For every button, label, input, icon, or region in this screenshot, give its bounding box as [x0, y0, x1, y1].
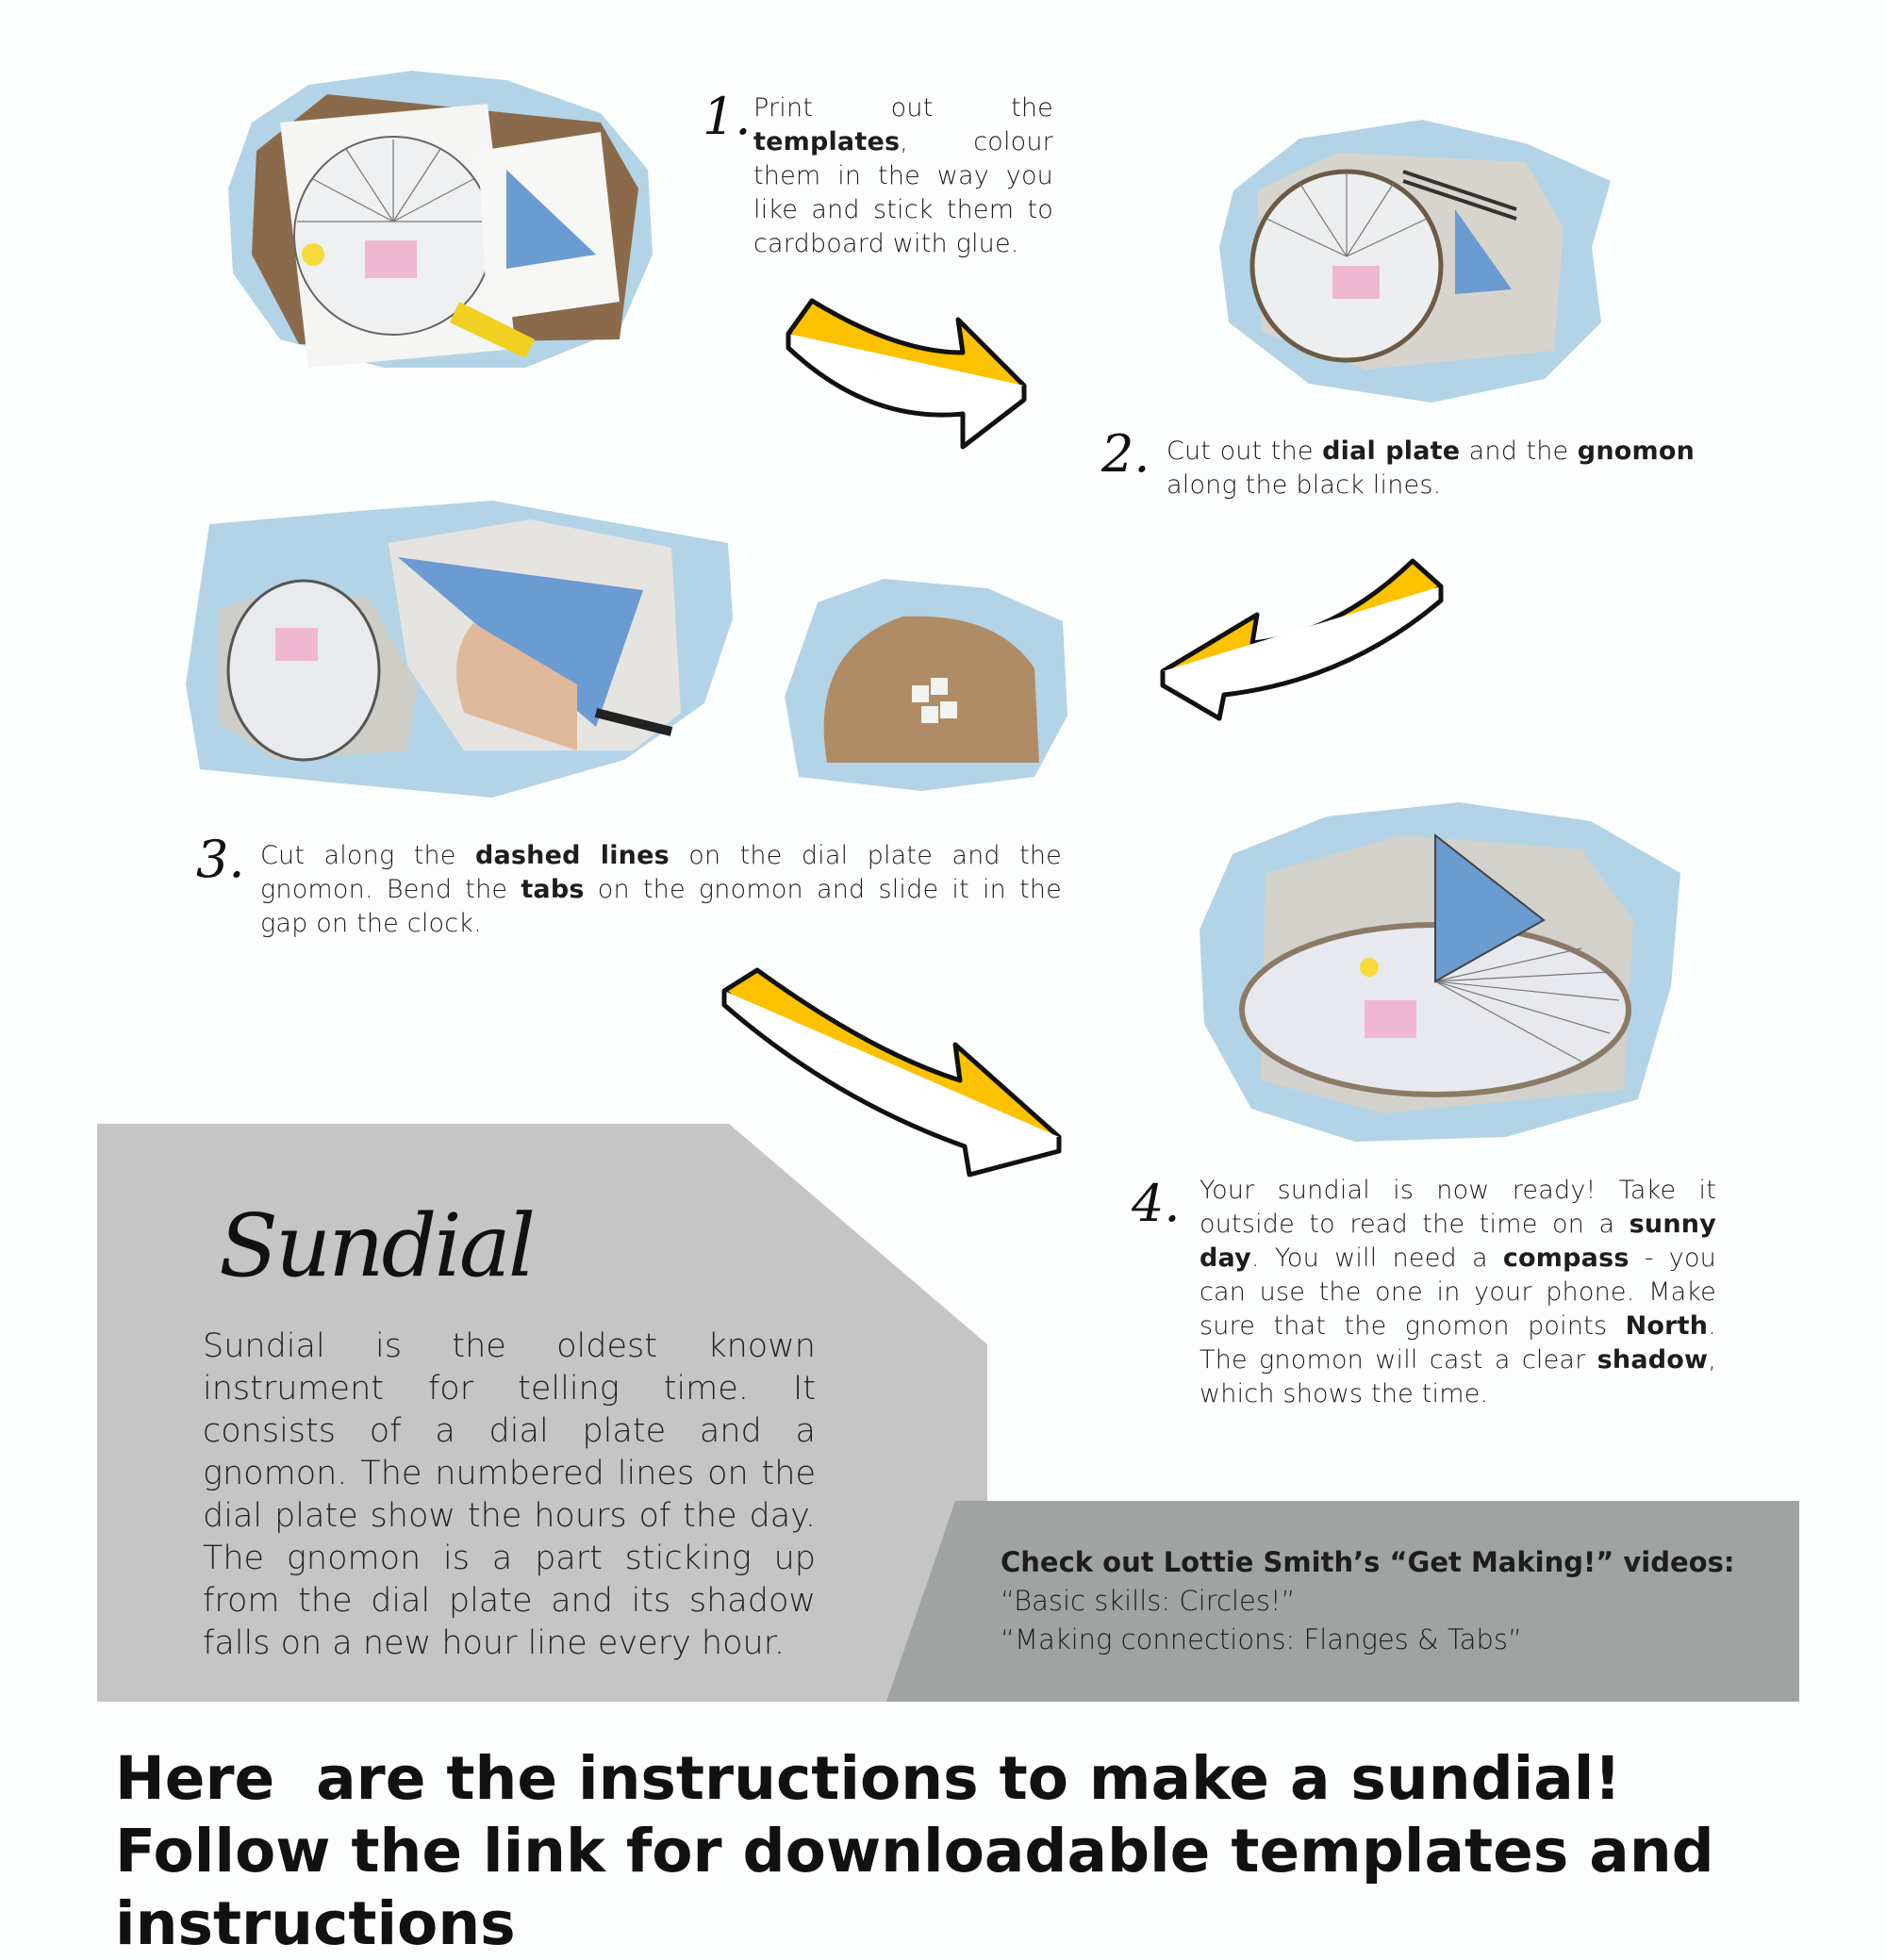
text: . The gnomon will cast a clear — [1199, 1311, 1716, 1375]
step-1-text: Print out the templates, colour them in … — [753, 91, 1053, 261]
step-1-number: 1. — [703, 87, 752, 146]
info-title: Sundial — [219, 1195, 536, 1296]
text: on the dial plate and the gnomon. Bend t… — [260, 841, 1062, 904]
step-4-text: Your sundial is now ready! Take it outsi… — [1199, 1174, 1716, 1411]
step-4-number: 4. — [1132, 1174, 1181, 1233]
emphasis: dial plate — [1322, 436, 1461, 466]
step-2-text: Cut out the dial plate and the gnomon al… — [1166, 435, 1695, 502]
photo-printed-templates — [228, 71, 653, 368]
step-3-text: Cut along the dashed lines on the dial p… — [260, 839, 1062, 941]
photo-cardboard-back — [785, 579, 1067, 791]
video-link[interactable]: “Basic skills: Circles!” — [1001, 1585, 1296, 1617]
text: and the — [1460, 436, 1578, 466]
arrow-right-down-icon — [721, 967, 1062, 1178]
videos-panel — [886, 1501, 1799, 1702]
photo-finished-sundial — [1199, 802, 1680, 1142]
text: - you can use the one in your phone. Mak… — [1199, 1244, 1716, 1341]
photo-cut-dial-plate — [1219, 120, 1611, 403]
text: along the black lines. — [1166, 470, 1442, 500]
info-body: Sundial is the oldest known instrument f… — [203, 1327, 816, 1662]
videos-list: Check out Lottie Smith’s “Get Making!” v… — [1001, 1543, 1734, 1659]
photo-cutting-dashed-lines — [186, 501, 733, 798]
videos-heading: Check out Lottie Smith’s “Get Making!” v… — [1001, 1546, 1735, 1578]
step-3-number: 3. — [196, 830, 245, 889]
step-2-number: 2. — [1101, 424, 1150, 484]
text: on the gnomon and slide it in the gap on… — [260, 875, 1062, 938]
text: . You will need a — [1250, 1244, 1503, 1273]
info-panel — [97, 1124, 987, 1702]
emphasis: shadow — [1596, 1345, 1709, 1375]
arrow-right-down-icon — [786, 298, 1027, 450]
emphasis: sunny day — [1199, 1210, 1716, 1273]
text: Print out the — [753, 93, 1053, 123]
emphasis: compass — [1502, 1244, 1630, 1273]
emphasis: tabs — [521, 875, 585, 904]
text: Cut out the — [1166, 436, 1323, 466]
text: Cut along the — [260, 841, 475, 870]
text: , colour them in the way you like and st… — [753, 127, 1053, 258]
text: Your sundial is now ready! Take it outsi… — [1199, 1176, 1716, 1239]
arrow-left-down-icon — [1160, 558, 1444, 721]
emphasis: templates — [753, 127, 901, 156]
text: , which shows the time. — [1199, 1345, 1716, 1408]
emphasis: North — [1625, 1311, 1709, 1341]
headline: Here are the instructions to make a sund… — [115, 1744, 1735, 1958]
emphasis: dashed lines — [474, 841, 670, 870]
video-link[interactable]: “Making connections: Flanges & Tabs” — [1001, 1623, 1523, 1655]
emphasis: gnomon — [1577, 436, 1695, 466]
